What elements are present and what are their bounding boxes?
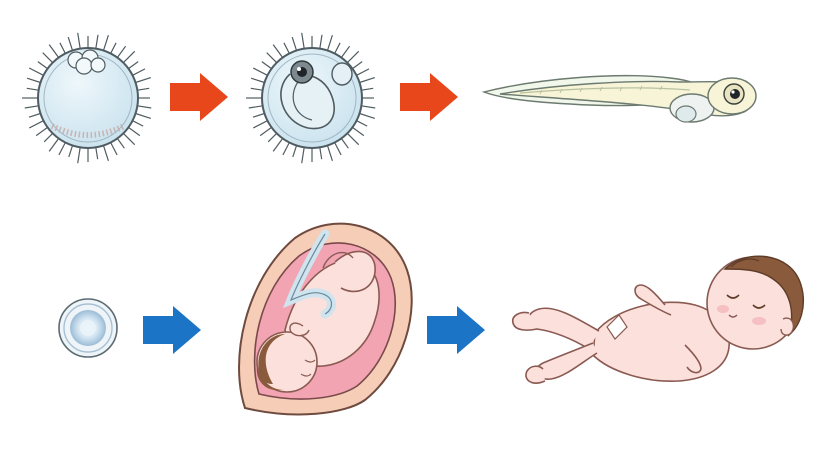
egg-hair [58, 142, 66, 156]
egg-hair [272, 44, 284, 58]
egg-hair [282, 142, 290, 156]
egg-hair [26, 77, 41, 84]
egg-hair [252, 112, 265, 118]
egg-hair [128, 126, 141, 137]
arrow-right-icon [427, 306, 485, 354]
human-egg-cell-icon [58, 298, 118, 358]
egg-hair [110, 142, 118, 156]
egg-hair [283, 42, 290, 54]
egg-hair [250, 87, 263, 91]
egg-hair [68, 145, 74, 158]
egg-hair [137, 105, 152, 109]
egg-hair [266, 52, 278, 64]
egg-hair [334, 142, 342, 156]
egg-hair [67, 36, 74, 51]
egg-hair [340, 138, 349, 149]
egg-hair [301, 32, 305, 49]
egg-hair [292, 145, 298, 158]
egg-hair [359, 112, 375, 119]
egg-hair [291, 36, 298, 51]
egg-hair [259, 126, 272, 137]
egg-hair [356, 120, 368, 127]
egg-hair [28, 112, 41, 118]
egg-hair [261, 61, 272, 70]
newborn-baby-icon [511, 255, 805, 384]
egg-hair [334, 42, 341, 54]
egg-hair [28, 120, 44, 129]
egg-hair [326, 145, 333, 161]
egg-hair [116, 138, 125, 149]
egg-hair [42, 52, 54, 64]
arrow-right-icon [143, 306, 201, 354]
egg-hair [340, 45, 351, 58]
egg-hair [48, 44, 60, 58]
egg-hair [28, 67, 44, 76]
egg-hair [272, 138, 284, 152]
egg-hair [137, 87, 150, 91]
egg-hair [359, 77, 375, 84]
egg-hair [43, 132, 54, 143]
egg-hair [95, 34, 99, 49]
fish-larva-icon [481, 75, 757, 123]
egg-hair [346, 132, 360, 146]
egg-hair [319, 147, 323, 160]
egg-hair [132, 120, 144, 127]
egg-hair [48, 138, 60, 152]
egg-hair [267, 132, 278, 143]
fetus-in-womb-icon [238, 222, 413, 416]
egg-hair [352, 126, 365, 137]
fish-egg-embryo-icon [246, 32, 376, 164]
egg-hair [102, 145, 109, 161]
egg-hair [252, 120, 268, 129]
egg-hair [361, 105, 376, 109]
egg-hair [352, 61, 363, 70]
egg-hair [102, 35, 109, 51]
egg-hair [248, 105, 263, 109]
egg-hair [35, 126, 48, 137]
egg-hair [301, 147, 305, 164]
egg-hair [95, 147, 99, 160]
arrow-right-icon [170, 73, 228, 121]
egg-hair [24, 105, 39, 109]
egg-hair [110, 42, 117, 54]
arrow-right-icon [400, 73, 458, 121]
egg-hair [326, 35, 333, 51]
egg-hair [361, 87, 374, 91]
fish-egg-early-icon [22, 32, 152, 164]
egg-hair [26, 87, 39, 91]
egg-hair [128, 61, 139, 70]
egg-hair [356, 68, 370, 76]
egg-hair [250, 77, 265, 84]
egg-hair [135, 112, 151, 119]
egg-hair [252, 67, 268, 76]
egg-hair [346, 50, 360, 64]
egg-hair [77, 147, 81, 164]
egg-hair [116, 45, 127, 58]
egg-hair [135, 77, 151, 84]
egg-hair [77, 32, 81, 49]
egg-hair [122, 132, 136, 146]
egg-hair [37, 61, 48, 70]
egg-hair [132, 68, 146, 76]
egg-hair [122, 50, 136, 64]
egg-hair [319, 34, 323, 49]
egg-hair [59, 42, 66, 54]
